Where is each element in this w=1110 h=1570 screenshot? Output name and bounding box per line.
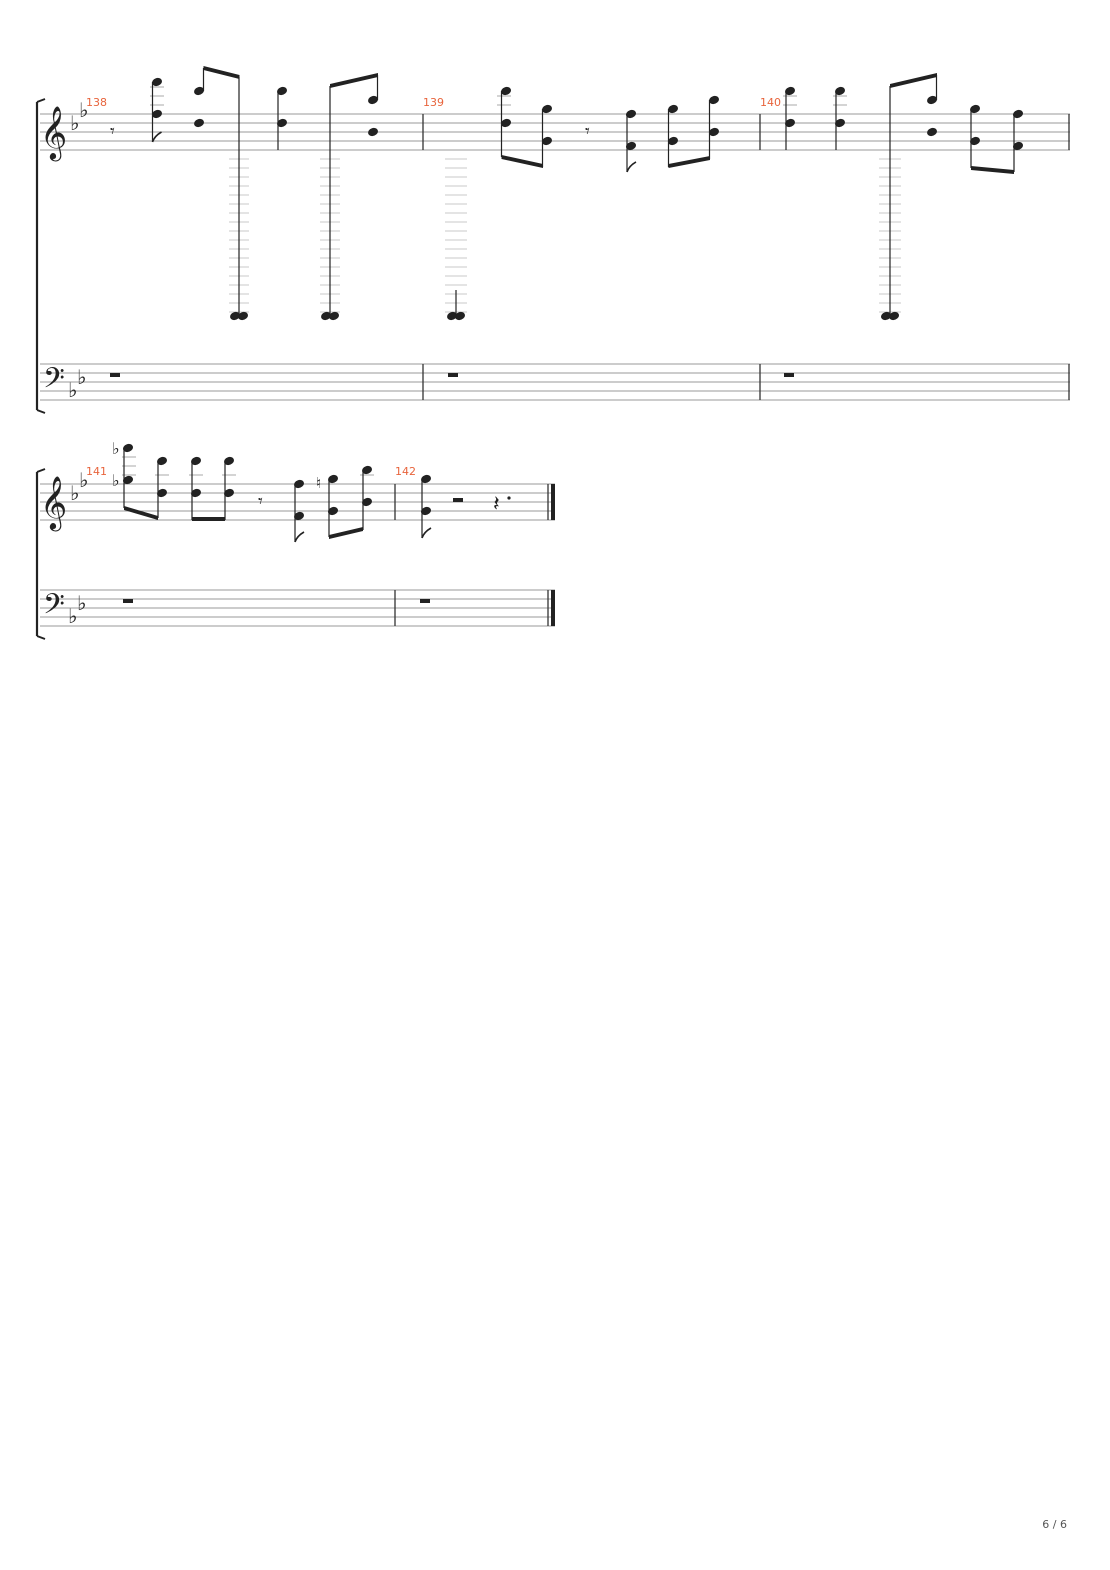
bass-key-signature: ♭ ♭	[68, 365, 86, 402]
chord	[835, 86, 845, 150]
eighth-rest-icon: 𝄾	[585, 121, 590, 142]
half-rest-icon	[448, 373, 458, 377]
flat-icon: ♭	[77, 365, 86, 389]
system-2: 𝄞 𝄢 ♭ ♭ ♭ ♭ 141 142 ♭ ♭	[35, 439, 555, 640]
chord	[541, 104, 552, 167]
beam	[124, 506, 158, 520]
treble-staff-lines	[40, 113, 1070, 151]
chord	[667, 104, 678, 167]
flat-icon: ♭	[68, 604, 77, 628]
chord	[191, 456, 201, 520]
half-rest-icon	[123, 599, 133, 603]
chord	[123, 443, 133, 508]
low-chord	[447, 290, 465, 321]
flat-icon: ♭	[77, 591, 86, 615]
chord	[785, 86, 795, 150]
bass-staff-lines	[40, 589, 555, 627]
chord	[362, 465, 372, 530]
measure-number: 138	[86, 96, 107, 109]
beam	[330, 73, 378, 88]
low-chord	[881, 86, 899, 321]
bass-staff-lines	[40, 363, 1070, 401]
system-1: 𝄞 𝄢 ♭ ♭ ♭ ♭ 138 139 140	[35, 66, 1070, 414]
chord	[500, 86, 511, 157]
chord	[328, 474, 338, 537]
chord	[224, 456, 234, 520]
ledger-lines-high	[150, 86, 847, 106]
treble-key-signature: ♭ ♭	[70, 468, 88, 505]
chord	[1013, 109, 1023, 172]
chord	[368, 75, 379, 137]
bass-rests	[123, 599, 430, 603]
natural-icon: ♮	[316, 474, 321, 492]
beam	[890, 73, 937, 88]
bass-clef-icon: 𝄢	[43, 588, 65, 628]
chord	[151, 77, 162, 143]
beam	[203, 66, 240, 79]
measure-140	[785, 73, 1023, 321]
half-rest-icon	[420, 599, 430, 603]
barlines	[422, 114, 1070, 400]
chord	[626, 109, 637, 173]
chord	[277, 86, 287, 150]
beam	[501, 155, 543, 168]
chord	[708, 95, 719, 159]
bass-clef-icon: 𝄢	[43, 362, 65, 402]
chord	[294, 479, 305, 543]
beam	[668, 156, 710, 168]
chord	[157, 456, 167, 518]
page-number: 6 / 6	[1042, 1518, 1067, 1531]
flat-icon: ♭	[112, 439, 120, 458]
measure-number: 142	[395, 465, 416, 478]
flat-icon: ♭	[112, 471, 120, 490]
measure-number: 140	[760, 96, 781, 109]
flat-icon: ♭	[79, 98, 88, 122]
half-rest-icon	[110, 373, 120, 377]
bass-key-signature: ♭ ♭	[68, 591, 86, 628]
flat-icon: ♭	[70, 111, 79, 135]
flat-icon: ♭	[68, 378, 77, 402]
chord	[194, 68, 205, 128]
treble-clef-icon: 𝄞	[40, 475, 67, 531]
system-bracket	[35, 468, 46, 640]
system-bracket	[35, 98, 46, 414]
treble-clef-icon: 𝄞	[40, 105, 67, 161]
chord	[421, 474, 432, 539]
flat-icon: ♭	[79, 468, 88, 492]
beam	[971, 166, 1014, 174]
low-chord	[321, 86, 339, 321]
measure-139: 𝄾	[447, 86, 719, 321]
barlines	[394, 484, 549, 626]
measure-138: 𝄾	[110, 66, 379, 321]
eighth-rest-icon: 𝄾	[258, 491, 263, 512]
eighth-rest-icon: 𝄾	[110, 121, 115, 142]
bass-rests	[110, 373, 794, 377]
flat-icon: ♭	[70, 481, 79, 505]
measure-141: ♭ ♭ 𝄾	[112, 439, 372, 543]
quarter-rest-icon: 𝄽	[493, 492, 500, 517]
chord	[927, 75, 938, 137]
low-chord	[230, 77, 248, 321]
beam	[329, 527, 363, 539]
chord	[970, 104, 980, 168]
measure-number: 141	[86, 465, 107, 478]
measure-number: 139	[423, 96, 444, 109]
half-rest-icon	[784, 373, 794, 377]
treble-key-signature: ♭ ♭	[70, 98, 88, 135]
beam	[192, 517, 225, 521]
half-rest-icon	[453, 498, 463, 502]
measure-142: 𝄽	[421, 474, 511, 539]
final-barline	[551, 484, 555, 626]
